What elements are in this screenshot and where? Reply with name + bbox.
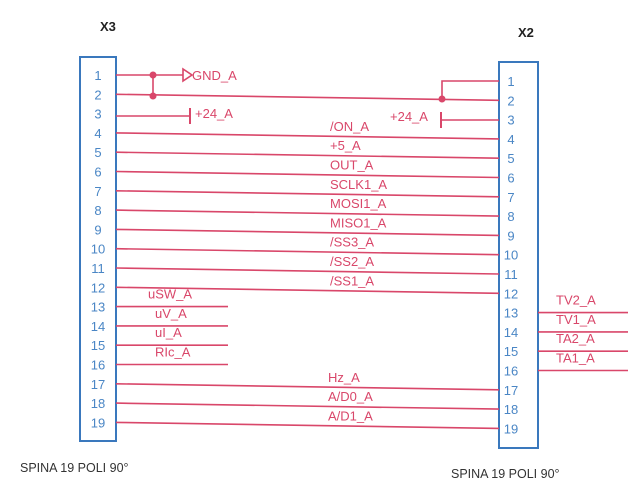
wire bbox=[115, 151, 500, 159]
left-pin-number: 9 bbox=[94, 222, 101, 237]
net-label: /SS1_A bbox=[330, 273, 374, 288]
left-pin-number: 15 bbox=[91, 338, 105, 353]
right-pin-number: 2 bbox=[507, 93, 514, 108]
ground-symbol-icon bbox=[182, 67, 194, 83]
left-pin-number: 12 bbox=[91, 280, 105, 295]
wire bbox=[115, 267, 500, 275]
right-pin-number: 15 bbox=[504, 344, 518, 359]
wire bbox=[115, 228, 500, 237]
wire bbox=[115, 93, 500, 102]
net-label: uSW_A bbox=[148, 287, 192, 302]
wire bbox=[115, 286, 500, 295]
wire bbox=[115, 209, 500, 217]
net-label: Hz_A bbox=[328, 370, 360, 385]
right-pin-number: 12 bbox=[504, 286, 518, 301]
right-pin-number: 7 bbox=[507, 190, 514, 205]
right-pin-number: 16 bbox=[504, 364, 518, 379]
wire bbox=[115, 132, 500, 140]
net-label: TV2_A bbox=[556, 293, 596, 308]
left-pin-number: 7 bbox=[94, 184, 101, 199]
net-label: uV_A bbox=[155, 306, 187, 321]
net-label: /ON_A bbox=[330, 119, 369, 134]
left-pin-number: 2 bbox=[94, 87, 101, 102]
net-label: A/D0_A bbox=[328, 389, 373, 404]
right-pin-number: 14 bbox=[504, 325, 518, 340]
net-label: TV1_A bbox=[556, 312, 596, 327]
left-pin-number: 13 bbox=[91, 300, 105, 315]
right-connector-ref: X2 bbox=[518, 25, 534, 40]
wire bbox=[115, 247, 500, 256]
left-connector-ref: X3 bbox=[100, 19, 116, 34]
v24-right-label: +24_A bbox=[390, 109, 428, 124]
wire bbox=[115, 402, 500, 410]
net-label: MOSI1_A bbox=[330, 196, 387, 211]
net-label: TA2_A bbox=[556, 331, 595, 346]
right-pin-number: 11 bbox=[504, 267, 518, 282]
wire bbox=[115, 421, 500, 430]
left-pin-number: 19 bbox=[91, 415, 105, 430]
left-pin-number: 1 bbox=[94, 68, 101, 83]
net-label: RIc_A bbox=[155, 345, 191, 360]
right-pin-number: 18 bbox=[504, 402, 518, 417]
net-label: +5_A bbox=[330, 138, 361, 153]
right-connector-body bbox=[498, 61, 539, 449]
right-pin-number: 8 bbox=[507, 209, 514, 224]
wire bbox=[115, 190, 500, 198]
left-pin-number: 18 bbox=[91, 396, 105, 411]
right-pin-number: 1 bbox=[507, 74, 514, 89]
left-pin-number: 16 bbox=[91, 358, 105, 373]
left-connector-body bbox=[79, 56, 117, 442]
net-label: /SS2_A bbox=[330, 254, 374, 269]
left-pin-number: 8 bbox=[94, 203, 101, 218]
right-pin-number: 19 bbox=[504, 421, 518, 436]
net-label: SCLK1_A bbox=[330, 177, 387, 192]
v24-left-label: +24_A bbox=[195, 106, 233, 121]
left-pin-number: 10 bbox=[91, 242, 105, 257]
net-label: OUT_A bbox=[330, 158, 374, 173]
right-pin-number: 10 bbox=[504, 248, 518, 263]
left-pin-number: 17 bbox=[91, 377, 105, 392]
right-pin-number: 17 bbox=[504, 383, 518, 398]
wire bbox=[115, 383, 500, 391]
wire bbox=[115, 170, 500, 179]
left-pin-number: 3 bbox=[94, 107, 101, 122]
net-label: MISO1_A bbox=[330, 215, 387, 230]
right-pin-number: 13 bbox=[504, 306, 518, 321]
left-pin-number: 5 bbox=[94, 145, 101, 160]
left-pin-number: 4 bbox=[94, 126, 101, 141]
right-pin-number: 3 bbox=[507, 113, 514, 128]
net-label: TA1_A bbox=[556, 351, 595, 366]
left-pin-number: 11 bbox=[91, 261, 105, 276]
net-label: A/D1_A bbox=[328, 408, 373, 423]
right-pin-number: 9 bbox=[507, 228, 514, 243]
right-pin-number: 4 bbox=[507, 132, 514, 147]
left-pin-number: 14 bbox=[91, 319, 105, 334]
left-pin-number: 6 bbox=[94, 165, 101, 180]
right-pin-number: 6 bbox=[507, 171, 514, 186]
net-label: uI_A bbox=[155, 325, 182, 340]
net-label: /SS3_A bbox=[330, 235, 374, 250]
right-footprint-label: SPINA 19 POLI 90° bbox=[451, 467, 560, 481]
gnd-label: GND_A bbox=[192, 68, 237, 83]
right-pin-number: 5 bbox=[507, 151, 514, 166]
left-footprint-label: SPINA 19 POLI 90° bbox=[20, 461, 129, 475]
